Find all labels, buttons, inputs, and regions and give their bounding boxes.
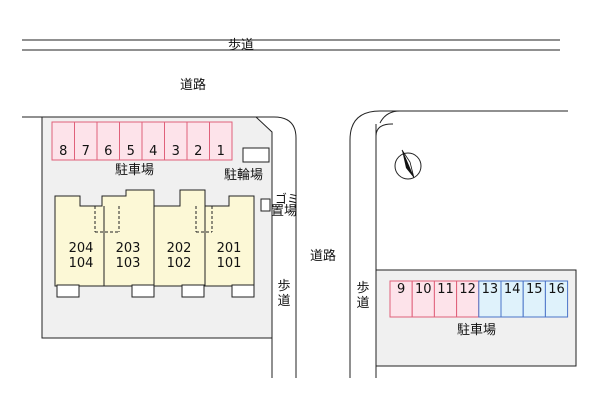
parking-slot-number: 11 — [437, 282, 454, 297]
parking-slot-number: 6 — [104, 144, 113, 159]
unit-entrance — [231, 284, 255, 298]
parking-slot-number: 16 — [548, 282, 565, 297]
unit-entrance — [56, 284, 80, 298]
parking-slot-number: 2 — [194, 144, 203, 159]
parking-slot-number: 10 — [415, 282, 432, 297]
parking-slot-number: 12 — [459, 282, 476, 297]
garbage-area — [260, 198, 271, 212]
left-parking-slots — [51, 121, 233, 161]
parking-right-label: 駐車場 — [457, 323, 497, 338]
road-edge-right-curve — [349, 110, 568, 378]
parking-slot — [209, 121, 233, 161]
unit-upper-number: 201 — [216, 241, 242, 256]
unit-lower-number: 102 — [166, 256, 192, 271]
sidewalk-right-label: 歩道 — [356, 281, 370, 311]
parking-slot-number: 3 — [171, 144, 180, 159]
right-parking-slots — [389, 280, 569, 318]
unit-lower-number: 103 — [115, 256, 141, 271]
sidewalk-left-label: 歩道 — [277, 279, 291, 309]
road-middle-label: 道路 — [310, 249, 337, 264]
road-top-label: 道路 — [180, 78, 207, 93]
parking-slot-number: 8 — [59, 144, 68, 159]
unit-entrance — [181, 284, 205, 298]
balcony-partition — [94, 206, 213, 232]
unit-entrance — [131, 284, 155, 298]
parking-slot — [544, 280, 569, 318]
garbage-label-line2: 置場 — [271, 204, 298, 219]
garbage-label-line1: ゴミ — [275, 192, 300, 206]
north-arrow-icon — [394, 149, 422, 180]
sidewalk-left-curve — [273, 116, 297, 378]
unit-upper-number: 204 — [68, 241, 94, 256]
parking-slot-number: 5 — [126, 144, 135, 159]
sidewalk-top-label: 歩道 — [228, 38, 255, 53]
parking-left-label: 駐車場 — [115, 163, 155, 178]
bicycle-parking-area — [242, 147, 270, 163]
unit-lower-number: 101 — [216, 256, 242, 271]
parking-slot-number: 14 — [503, 282, 521, 297]
parking-slot-number: 1 — [216, 144, 225, 159]
right-lot-top — [379, 110, 401, 124]
parking-slot-number: 7 — [81, 144, 90, 159]
bicycle-parking-label: 駐輪場 — [224, 168, 264, 183]
parking-slot-number: 15 — [526, 282, 543, 297]
unit-upper-number: 203 — [115, 241, 141, 256]
parking-slot-number: 4 — [149, 144, 158, 159]
unit-upper-number: 202 — [166, 241, 192, 256]
parking-slot-number: 9 — [396, 282, 406, 297]
parking-slot-number: 13 — [481, 282, 499, 297]
unit-lower-number: 104 — [68, 256, 94, 271]
